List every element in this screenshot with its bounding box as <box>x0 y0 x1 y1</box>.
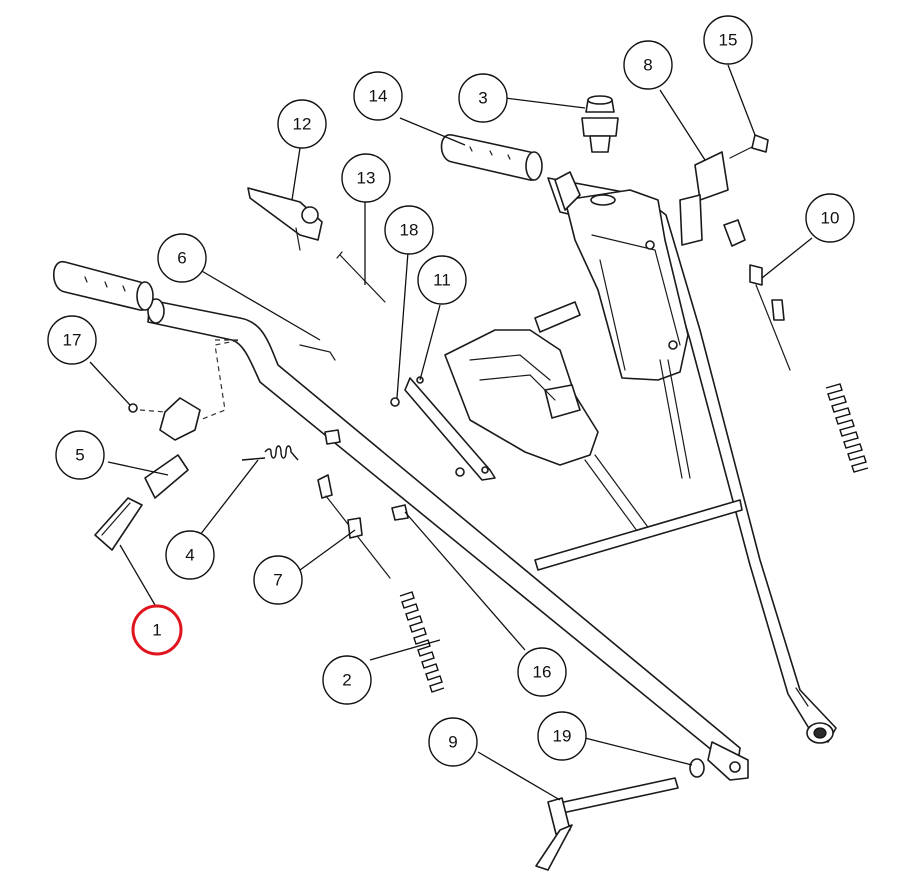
callout-circle-18 <box>384 205 434 255</box>
callout-circle-14 <box>353 71 403 121</box>
callout-circle-11 <box>417 255 467 305</box>
callout-circle-19 <box>537 711 587 761</box>
part-19-washer <box>689 758 705 778</box>
callout-label-16: 16 <box>533 663 552 682</box>
callout-9: 9 <box>428 717 478 767</box>
callout-circle-12 <box>277 99 327 149</box>
leader-lines <box>89 64 813 801</box>
callout-label-4: 4 <box>185 546 194 565</box>
callout-8: 8 <box>623 40 673 90</box>
callout-label-13: 13 <box>357 169 376 188</box>
callout-12: 12 <box>277 99 327 149</box>
part-17-nut <box>128 403 138 413</box>
callout-circle-8 <box>623 40 673 90</box>
callout-circle-15 <box>703 15 753 65</box>
callout-15: 15 <box>703 15 753 65</box>
callout-17: 17 <box>47 315 97 365</box>
callout-4: 4 <box>165 530 215 580</box>
callout-label-10: 10 <box>821 209 840 228</box>
parts-layer <box>52 95 869 871</box>
part-8-bracket <box>679 134 769 246</box>
callout-circle-9 <box>428 717 478 767</box>
callout-label-11: 11 <box>433 271 451 290</box>
callout-label-3: 3 <box>478 89 487 108</box>
callout-16: 16 <box>517 647 567 697</box>
callout-label-19: 19 <box>553 727 572 746</box>
cross-bar <box>534 499 743 571</box>
part-10-cable <box>723 219 791 371</box>
part-10-spring <box>825 383 869 473</box>
callout-2: 2 <box>322 655 372 705</box>
left-grip <box>52 261 154 311</box>
callout-label-2: 2 <box>342 671 351 690</box>
callout-11: 11 <box>417 255 467 305</box>
callout-label-15: 15 <box>719 31 738 50</box>
callout-label-1: 1 <box>152 621 161 640</box>
part-14-right-grip <box>440 134 543 181</box>
callout-label-14: 14 <box>369 87 388 106</box>
callout-circle-13 <box>341 153 391 203</box>
callout-label-6: 6 <box>177 249 186 268</box>
callout-circle-1 <box>131 604 183 656</box>
callout-19: 19 <box>537 711 587 761</box>
callout-circle-2 <box>322 655 372 705</box>
assembly-dashed-line <box>139 339 241 421</box>
part-6-left-handle-tube <box>147 298 749 781</box>
part-7-cable <box>317 474 391 579</box>
part-13-rod <box>339 254 386 303</box>
part-11-control-box <box>390 301 651 536</box>
callout-label-7: 7 <box>273 571 282 590</box>
part-4-spring <box>241 445 299 461</box>
bolt <box>391 504 409 521</box>
callout-10: 10 <box>805 193 855 243</box>
callout-label-18: 18 <box>400 221 419 240</box>
callout-5: 5 <box>55 430 105 480</box>
callout-7: 7 <box>253 555 303 605</box>
callout-circle-17 <box>47 315 97 365</box>
callout-circle-4 <box>165 530 215 580</box>
callout-14: 14 <box>353 71 403 121</box>
callout-circle-7 <box>253 555 303 605</box>
callout-13: 13 <box>341 153 391 203</box>
part-5-bracket <box>144 397 201 499</box>
bolt <box>324 429 341 445</box>
callout-18: 18 <box>384 205 434 255</box>
part-9-bar <box>535 777 679 871</box>
callout-label-5: 5 <box>75 446 84 465</box>
callout-circle-10 <box>805 193 855 243</box>
callout-circle-16 <box>517 647 567 697</box>
callout-label-8: 8 <box>643 56 652 75</box>
upper-bracket-housing <box>554 171 691 479</box>
callout-3: 3 <box>458 73 508 123</box>
callout-label-12: 12 <box>293 115 312 134</box>
callout-circle-6 <box>157 233 207 283</box>
callout-6: 6 <box>157 233 207 283</box>
callout-circle-5 <box>55 430 105 480</box>
part-1-pad <box>94 497 143 551</box>
callout-label-17: 17 <box>63 331 82 350</box>
part-12-lever <box>247 187 323 251</box>
callout-1: 1 <box>131 604 183 656</box>
callout-label-9: 9 <box>448 733 457 752</box>
callout-circle-3 <box>458 73 508 123</box>
part-3-knob <box>581 95 619 206</box>
part-2-spring <box>399 591 445 693</box>
